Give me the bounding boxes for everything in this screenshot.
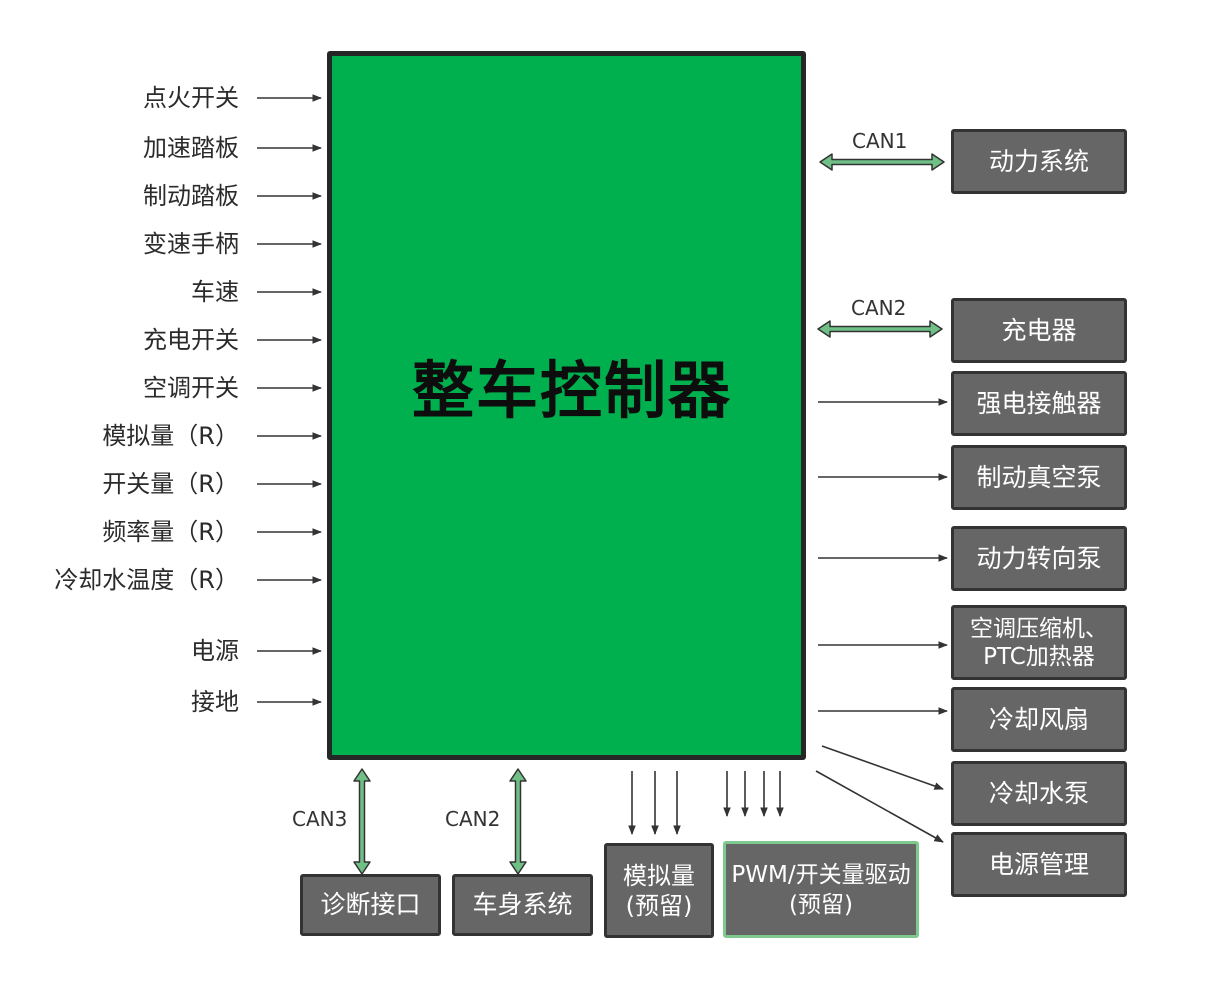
input-label: 频率量（R） — [102, 518, 239, 546]
can1-arrow — [819, 153, 945, 171]
controller-title: 整车控制器 — [411, 354, 732, 427]
input-label: 接地 — [191, 688, 239, 716]
output-arrows — [815, 398, 948, 843]
analog-reserved-label-line2: (预留) — [625, 891, 693, 920]
analog-reserved-label-line1: 模拟量 — [623, 861, 695, 890]
bottom-arrows — [628, 771, 784, 835]
input-label: 点火开关 — [143, 84, 239, 112]
can3-label: CAN3 — [292, 807, 348, 831]
cooling-fan-label: 冷却风扇 — [988, 704, 1089, 734]
charger-box: 充电器 — [951, 298, 1127, 363]
body-system-box: 车身系统 — [452, 874, 593, 936]
cooling-pump-box: 冷却水泵 — [951, 761, 1127, 826]
input-label: 模拟量（R） — [102, 422, 239, 450]
charger-label: 充电器 — [1001, 315, 1077, 345]
power-steering-pump-label: 动力转向泵 — [976, 543, 1102, 573]
ac-compressor-label-line2: PTC加热器 — [983, 643, 1095, 670]
cooling-fan-box: 冷却风扇 — [951, 687, 1127, 752]
power-management-label: 电源管理 — [988, 849, 1089, 879]
can2-right-arrow — [817, 320, 943, 338]
input-label: 制动踏板 — [143, 182, 239, 210]
vehicle-controller-block — [327, 51, 806, 760]
analog-reserved-box: 模拟量 (预留) — [604, 843, 714, 938]
input-label: 电源 — [191, 637, 239, 665]
ac-compressor-box: 空调压缩机、 PTC加热器 — [951, 605, 1127, 680]
hv-contactor-box: 强电接触器 — [951, 371, 1127, 436]
can2-bottom-arrow — [509, 768, 527, 875]
power-management-box: 电源管理 — [951, 832, 1127, 897]
power-system-box: 动力系统 — [951, 129, 1127, 194]
ac-compressor-label-line1: 空调压缩机、 — [970, 615, 1108, 642]
brake-vacuum-pump-box: 制动真空泵 — [951, 445, 1127, 510]
input-label: 空调开关 — [143, 374, 239, 402]
output-arrow — [815, 770, 944, 843]
can2-right-label: CAN2 — [851, 296, 907, 320]
input-label: 变速手柄 — [143, 230, 239, 258]
input-label: 加速踏板 — [143, 134, 239, 162]
input-label: 车速 — [191, 278, 239, 306]
hv-contactor-label: 强电接触器 — [976, 388, 1102, 418]
input-label: 开关量（R） — [102, 470, 239, 498]
cooling-pump-label: 冷却水泵 — [988, 778, 1089, 808]
brake-vacuum-pump-label: 制动真空泵 — [976, 462, 1102, 492]
diagnostic-interface-label: 诊断接口 — [320, 890, 421, 919]
can2-bottom-label: CAN2 — [445, 807, 501, 831]
input-label: 冷却水温度（R） — [54, 566, 239, 594]
diagnostic-interface-box: 诊断接口 — [300, 874, 441, 936]
can1-label: CAN1 — [852, 129, 908, 153]
power-steering-pump-box: 动力转向泵 — [951, 526, 1127, 591]
body-system-label: 车身系统 — [472, 890, 573, 919]
input-arrows — [257, 94, 322, 706]
pwm-switch-drive-label-line2: (预留) — [789, 891, 853, 918]
power-system-label: 动力系统 — [988, 146, 1089, 176]
can3-arrow — [353, 768, 371, 875]
input-label: 充电开关 — [143, 326, 239, 354]
pwm-switch-drive-box: PWM/开关量驱动 (预留) — [723, 841, 919, 938]
output-arrow — [821, 745, 944, 790]
pwm-switch-drive-label-line1: PWM/开关量驱动 — [731, 861, 911, 888]
